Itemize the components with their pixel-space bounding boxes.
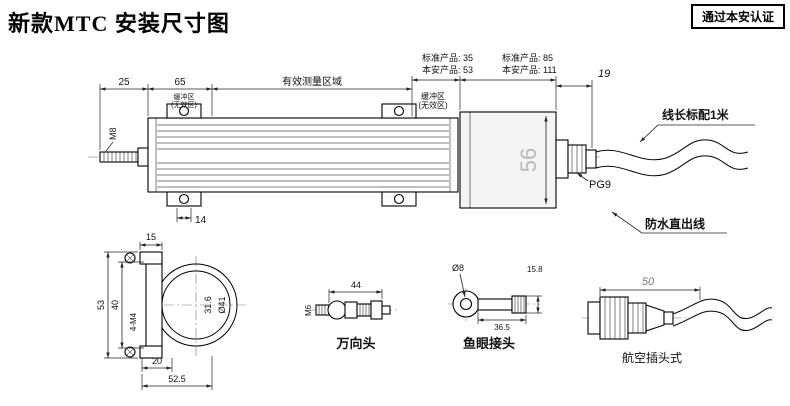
buffer-right-line2: (无效区) (418, 100, 448, 110)
cable-gland (555, 139, 597, 179)
dim-15-8: 15.8 (527, 265, 543, 274)
dim-36-5: 36.5 (494, 323, 510, 332)
mounting-clamp-left (166, 103, 202, 207)
top-dimensions: 25 65 有效测量区域 标准产品: 35 本安产品: 53 标准产品: 85 … (99, 52, 610, 150)
std-product-35: 标准产品: 35 (422, 52, 473, 63)
dim-15: 15 (146, 232, 156, 242)
buffer-right-line1: 缓冲区 (421, 91, 445, 101)
buffer-left-line1: 缓冲区 (174, 92, 195, 101)
rod-thread-callout: M8 (105, 127, 118, 152)
dim-52-5: 52.5 (168, 374, 186, 384)
dia-8-label: Ø8 (452, 263, 464, 273)
dim-25: 25 (118, 77, 130, 88)
pg9-label: PG9 (589, 179, 611, 191)
sensor-body (147, 117, 459, 193)
effective-zone-label: 有效测量区域 (282, 75, 342, 88)
fisheye-joint-view: Ø8 15.8 36.5 鱼眼接头 (448, 263, 543, 351)
cable-length-callout: 线长标配1米 (639, 107, 755, 143)
cert-badge: 通过本安认证 (690, 4, 785, 29)
std-product-85: 标准产品: 85 (502, 52, 553, 63)
piston-rod (99, 147, 149, 167)
main-sensor-view: M8 (88, 52, 755, 234)
ia-product-53: 本安产品: 53 (422, 64, 473, 75)
clamp-foot-dimension: 14 (176, 208, 207, 226)
m8-label: M8 (108, 127, 118, 140)
buffer-left-line2: (无效区) (171, 100, 197, 109)
electronics-housing: 56 (459, 111, 557, 209)
dia-41-label: Ø41 (217, 296, 227, 313)
ia-product-111: 本安产品: 111 (502, 64, 557, 75)
screw-bottom (124, 346, 136, 358)
screw-top (124, 252, 136, 264)
output-cable (595, 139, 749, 177)
mounting-clamp-right (381, 103, 417, 207)
dim-53: 53 (96, 300, 106, 310)
page-title: 新款MTC 安装尺寸图 (8, 11, 230, 36)
screw-spec-label: 4-M4 (129, 312, 138, 331)
dim-19: 19 (598, 68, 610, 80)
bracket-front-view: 15 53 40 4-M4 Ø41 31.6 20 52.5 (96, 232, 246, 390)
dim-56: 56 (516, 148, 541, 172)
aviation-plug-view: 50 航空插头式 (582, 276, 773, 365)
dim-14: 14 (195, 215, 207, 226)
dim-40: 40 (110, 300, 120, 310)
universal-head-label: 万向头 (335, 336, 375, 351)
universal-head-view: M6 44 万向头 (304, 280, 398, 351)
m6-label: M6 (304, 304, 313, 316)
waterproof-label: 防水直出线 (645, 216, 705, 231)
dim-44: 44 (351, 280, 361, 290)
aviation-plug-label: 航空插头式 (622, 350, 682, 365)
pg9-callout: PG9 (576, 172, 611, 191)
dim-20: 20 (152, 356, 162, 366)
dim-31-6: 31.6 (203, 296, 213, 314)
cable-note: 线长标配1米 (662, 107, 730, 122)
dim-50: 50 (642, 276, 655, 288)
dim-65: 65 (174, 77, 186, 88)
fisheye-label: 鱼眼接头 (463, 336, 515, 351)
waterproof-callout: 防水直出线 (611, 211, 727, 234)
buffer-zone-labels: 缓冲区 (无效区) 缓冲区 (无效区) (171, 91, 448, 110)
